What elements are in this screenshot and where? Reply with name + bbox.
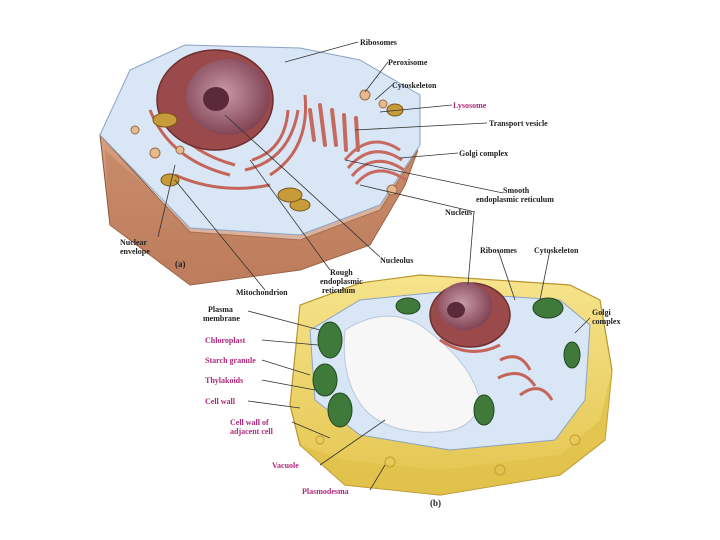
label-mitochondrion: Mitochondrion [236, 288, 288, 297]
label-golgi-complex-a: Golgi complex [459, 149, 509, 158]
label-rough-er-line1: Rough [330, 268, 353, 277]
label-cytoskeleton-a: Cytoskeleton [392, 81, 437, 90]
label-ribosomes-a: Ribosomes [360, 38, 397, 47]
panel-label-b: (b) [430, 498, 441, 508]
plant-er [439, 338, 554, 401]
label-nuclear-envelope-line2: envelope [120, 247, 150, 256]
label-golgi-complex-b-line1: Golgi [592, 308, 611, 317]
label-cell-wall: Cell wall [205, 397, 235, 406]
panel-label-a: (a) [175, 259, 186, 269]
animal-smooth-er [308, 103, 360, 152]
label-starch-granule: Starch granule [205, 356, 256, 365]
animal-vesicles [130, 89, 398, 196]
plant-cell [289, 274, 613, 496]
label-smooth-er-line2: endoplasmic reticulum [476, 195, 554, 204]
label-plasma-membrane-line1: Plasma [208, 305, 233, 314]
label-lysosome: Lysosome [453, 101, 487, 110]
label-chloroplast: Chloroplast [205, 336, 246, 345]
leader-lines [157, 41, 591, 491]
plant-chloroplasts [312, 297, 581, 428]
animal-nucleolus [203, 87, 229, 111]
label-rough-er-line2: endoplasmic [320, 277, 363, 286]
plant-vacuole [343, 315, 481, 433]
label-nuclear-envelope-line1: Nuclear [120, 238, 148, 247]
label-peroxisome: Peroxisome [388, 58, 428, 67]
label-golgi-complex-b-line2: complex [592, 317, 621, 326]
animal-cell [99, 44, 421, 286]
label-plasmodesma: Plasmodesma [302, 487, 349, 496]
animal-mitochondria [152, 103, 404, 212]
label-smooth-er-line1: Smooth [503, 186, 530, 195]
animal-golgi [343, 140, 407, 185]
label-rough-er-line3: reticulum [322, 286, 356, 295]
label-adjacent-wall-line2: adjacent cell [230, 427, 273, 436]
plant-nucleolus [447, 302, 465, 318]
plant-nucleus [438, 282, 492, 330]
label-ribosomes-b: Ribosomes [480, 246, 517, 255]
label-nucleolus: Nucleolus [380, 256, 414, 265]
label-nucleus: Nucleus [445, 208, 473, 217]
label-plasma-membrane-line2: membrane [203, 314, 240, 323]
label-thylakoids: Thylakoids [205, 376, 244, 385]
plant-plasmodesmata [315, 434, 581, 476]
label-cytoskeleton-b: Cytoskeleton [534, 246, 579, 255]
label-adjacent-wall-line1: Cell wall of [230, 418, 269, 427]
label-transport-vesicle: Transport vesicle [489, 119, 548, 128]
label-vacuole: Vacuole [272, 461, 299, 470]
